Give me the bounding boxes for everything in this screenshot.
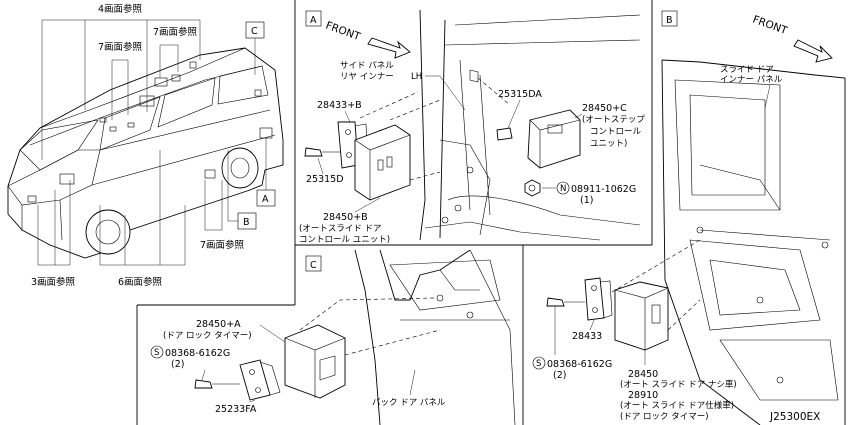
panel-a: A FRONT サイド パネル リヤ インナー LH 28433+B 25315…: [299, 9, 645, 245]
part-28450a-desc: (ドア ロック タイマー): [163, 331, 252, 341]
door-label-2: インナー パネル: [720, 75, 783, 85]
panel-b-front-label: FRONT: [751, 14, 789, 38]
ref-7b-label: 7画面参照: [153, 26, 198, 38]
s-symbol-icon: [532, 356, 546, 370]
door-label-1: スライド ドア: [720, 65, 774, 75]
panel-c-tag: C: [310, 260, 317, 271]
front-arrow-icon: [793, 39, 833, 63]
n-symbol: N: [560, 184, 566, 194]
ref-3-label: 3画面参照: [31, 276, 76, 288]
part-08368-b-qty: (2): [553, 370, 566, 381]
side-panel-label-2: リヤ インナー: [340, 72, 394, 82]
part-08368-c-qty: (2): [171, 359, 184, 370]
panel-a-front-label: FRONT: [324, 20, 362, 44]
part-28450-label: 28450: [628, 369, 658, 380]
vehicle-overview: 4画面参照 7画面参照 7画面参照 C A B 7画面参照 3画: [7, 3, 284, 288]
panel-b: B FRONT スライド ドア インナー パネル 28433 S 08368-6…: [532, 10, 846, 425]
part-28910-label: 28910: [628, 390, 658, 401]
lh-label: LH: [411, 72, 422, 82]
part-25233fa-label: 25233FA: [215, 404, 257, 415]
panel-a-tag: A: [310, 15, 317, 26]
panel-c: C バック ドア パネル 28450+A (ドア ロック タイマー) 25233…: [150, 249, 516, 425]
ref-6-label: 6画面参照: [118, 276, 163, 288]
part-25315da-label: 25315DA: [498, 89, 542, 100]
drawing-number: J25300EX: [769, 411, 820, 423]
part-08911-qty: (1): [580, 195, 593, 206]
part-28450a-label: 28450+A: [196, 319, 241, 330]
part-28433b-label: 28433+B: [317, 100, 362, 111]
panel-frame: [136, 0, 653, 425]
n-symbol-icon: [556, 181, 570, 195]
part-28433-label: 28433: [572, 331, 602, 342]
panel-a-tag-box: [305, 10, 322, 27]
panel-b-tag-box: [661, 10, 678, 27]
side-panel-label-1: サイド パネル: [340, 61, 394, 71]
part-08368-c-label: 08368-6162G: [165, 348, 230, 359]
part-28910-desc-1: (オート スライド ドア仕様車): [620, 400, 734, 411]
panel-b-tag: B: [666, 15, 673, 26]
box-c-label: C: [251, 26, 258, 37]
s-symbol-icon: [150, 345, 164, 359]
ref-4-label: 4画面参照: [98, 3, 143, 15]
part-08368-b-label: 08368-6162G: [547, 359, 612, 370]
s-symbol-b: S: [536, 359, 541, 369]
box-a-label: A: [262, 194, 269, 205]
part-28450c-desc-3: ユニット): [590, 139, 627, 149]
part-28450b-desc-1: (オートスライド ドア: [299, 224, 382, 234]
part-28450b-label: 28450+B: [323, 212, 368, 223]
part-28450c-desc-2: コントロール: [590, 127, 642, 137]
part-28910-desc-2: (ドア ロック タイマー): [620, 412, 709, 422]
s-symbol-c: S: [154, 348, 159, 358]
part-25315d-label: 25315D: [306, 174, 344, 185]
ref-7a-label: 7画面参照: [98, 41, 143, 53]
panel-c-tag-box: [305, 255, 322, 272]
box-b-label: B: [243, 217, 250, 228]
part-28450c-desc-1: (オートステップ: [582, 115, 645, 125]
part-28450c-label: 28450+C: [582, 103, 627, 114]
front-arrow-icon: [367, 37, 411, 59]
ref-7c-label: 7画面参照: [200, 239, 245, 251]
back-door-label: バック ドア パネル: [372, 398, 446, 408]
part-08911-label: 08911-1062G: [571, 184, 636, 195]
part-28450-desc: (オート スライド ドア ナシ車): [620, 379, 737, 390]
part-28450b-desc-2: コントロール ユニット): [299, 235, 390, 245]
